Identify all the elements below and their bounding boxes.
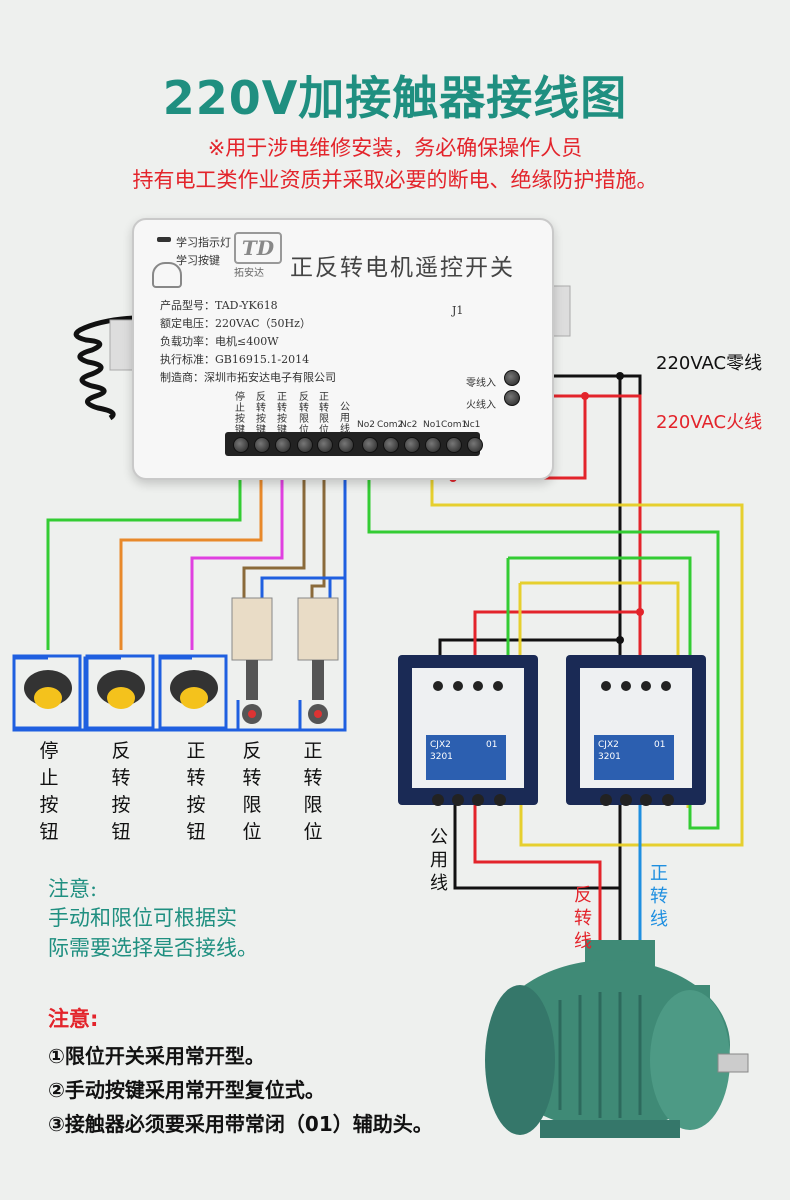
device-name: 正反转电机遥控开关	[290, 255, 515, 281]
contactor-forward	[566, 655, 706, 806]
label-reverse-limit: 反转限位	[242, 740, 262, 843]
terminal-no1: No1	[423, 420, 441, 430]
green-note-line-2: 际需要选择是否接线。	[48, 936, 258, 960]
screw-reverse[interactable]	[254, 437, 270, 453]
label-forward-limit: 正转限位	[303, 740, 323, 843]
spec-standard: 执行标准：GB16915.1-2014	[160, 353, 310, 366]
screw-no2[interactable]	[362, 437, 378, 453]
screw-forward[interactable]	[275, 437, 291, 453]
wire-reverse-button	[119, 446, 263, 650]
jumper-label: J1	[452, 304, 464, 317]
note-item-2: ②手动按键采用常开型复位式。	[48, 1078, 325, 1102]
motor	[485, 940, 749, 1138]
screw-com1[interactable]	[446, 437, 462, 453]
zero-in-terminal[interactable]	[504, 370, 520, 386]
reverse-push-button	[85, 654, 155, 730]
spec-voltage: 额定电压：220VAC（50Hz）	[160, 317, 311, 330]
terminal-no2: No2	[357, 420, 375, 430]
terminal-com2: Com2	[377, 420, 404, 430]
zero-in-label: 零线入	[466, 378, 496, 389]
screw-forward-limit[interactable]	[317, 437, 333, 453]
forward-push-button	[158, 654, 228, 730]
label-forward-button: 正转按钮	[186, 740, 206, 843]
label-reverse-button: 反转按钮	[111, 740, 131, 843]
screw-nc1[interactable]	[467, 437, 483, 453]
forward-limit-switch	[297, 597, 339, 724]
terminal-com1: Com1	[441, 420, 468, 430]
learn-indicator-led	[157, 237, 171, 242]
terminal-nc1: Nc1	[463, 420, 481, 430]
terminal-label-forward-limit: 正转限位	[319, 392, 329, 436]
green-note-heading: 注意:	[48, 877, 98, 901]
contactor-1-aux: 01	[486, 740, 498, 750]
live-line-label: 220VAC火线	[656, 412, 763, 433]
wire-reverse-motor	[473, 800, 602, 945]
neutral-line-label: 220VAC零线	[656, 353, 763, 374]
screw-common[interactable]	[338, 437, 354, 453]
fire-in-terminal[interactable]	[504, 390, 520, 406]
contactor-reverse	[398, 655, 538, 806]
terminal-label-forward: 正转按键	[277, 392, 287, 436]
contactor-2-aux: 01	[654, 740, 666, 750]
terminal-label-reverse: 反转按键	[256, 392, 266, 436]
spec-model: 产品型号：TAD-YK618	[160, 299, 278, 312]
screw-reverse-limit[interactable]	[297, 437, 313, 453]
screw-stop[interactable]	[233, 437, 249, 453]
wire-neutral	[438, 374, 642, 890]
green-note-line-1: 手动和限位可根据实	[48, 906, 237, 930]
warning-line-1: ※用于涉电维修安装，务必确保操作人员	[207, 136, 583, 160]
red-note-heading: 注意:	[48, 1007, 99, 1031]
antenna-coil	[73, 315, 135, 421]
terminal-label-stop: 停止按键	[235, 392, 245, 436]
label-stop-button: 停止按钮	[39, 740, 59, 843]
reverse-line-label: 反转线	[574, 885, 592, 952]
page-title: 220V加接触器接线图	[162, 71, 628, 125]
brand-logo: TD	[234, 232, 282, 264]
stop-push-button	[12, 654, 82, 730]
common-line-label: 公用线	[430, 827, 448, 894]
note-item-3: ③接触器必须要采用带常闭（01）辅助头。	[48, 1112, 433, 1136]
wire-forward-limit	[310, 446, 326, 600]
contactor-1-code: 3201	[430, 752, 453, 762]
led-label: 学习指示灯	[176, 236, 231, 249]
wire-reverse-limit	[242, 446, 306, 600]
wire-stop-button	[46, 446, 242, 650]
reverse-limit-switch	[231, 597, 273, 724]
learn-button[interactable]	[152, 262, 182, 288]
terminal-nc2: Nc2	[400, 420, 418, 430]
contactor-2-code: 3201	[598, 752, 621, 762]
terminal-label-common: 公用线	[340, 402, 350, 435]
fire-in-label: 火线入	[466, 400, 496, 411]
contactor-2-model: CJX2	[598, 740, 619, 750]
brand-name: 拓安达	[234, 268, 264, 279]
wire-green-contactor	[367, 446, 720, 830]
wire-forward-button	[190, 446, 284, 650]
warning-line-2: 持有电工类作业资质并采取必要的断电、绝缘防护措施。	[132, 168, 658, 192]
contactor-1-model: CJX2	[430, 740, 451, 750]
screw-com2[interactable]	[383, 437, 399, 453]
forward-line-label: 正转线	[650, 863, 668, 930]
screw-nc2[interactable]	[404, 437, 420, 453]
terminal-label-reverse-limit: 反转限位	[299, 392, 309, 436]
note-item-1: ①限位开关采用常开型。	[48, 1044, 265, 1068]
learn-button-label: 学习按键	[176, 254, 220, 267]
spec-maker: 制造商：深圳市拓安达电子有限公司	[160, 371, 336, 384]
spec-power: 负载功率：电机≤400W	[160, 335, 279, 348]
screw-no1[interactable]	[425, 437, 441, 453]
